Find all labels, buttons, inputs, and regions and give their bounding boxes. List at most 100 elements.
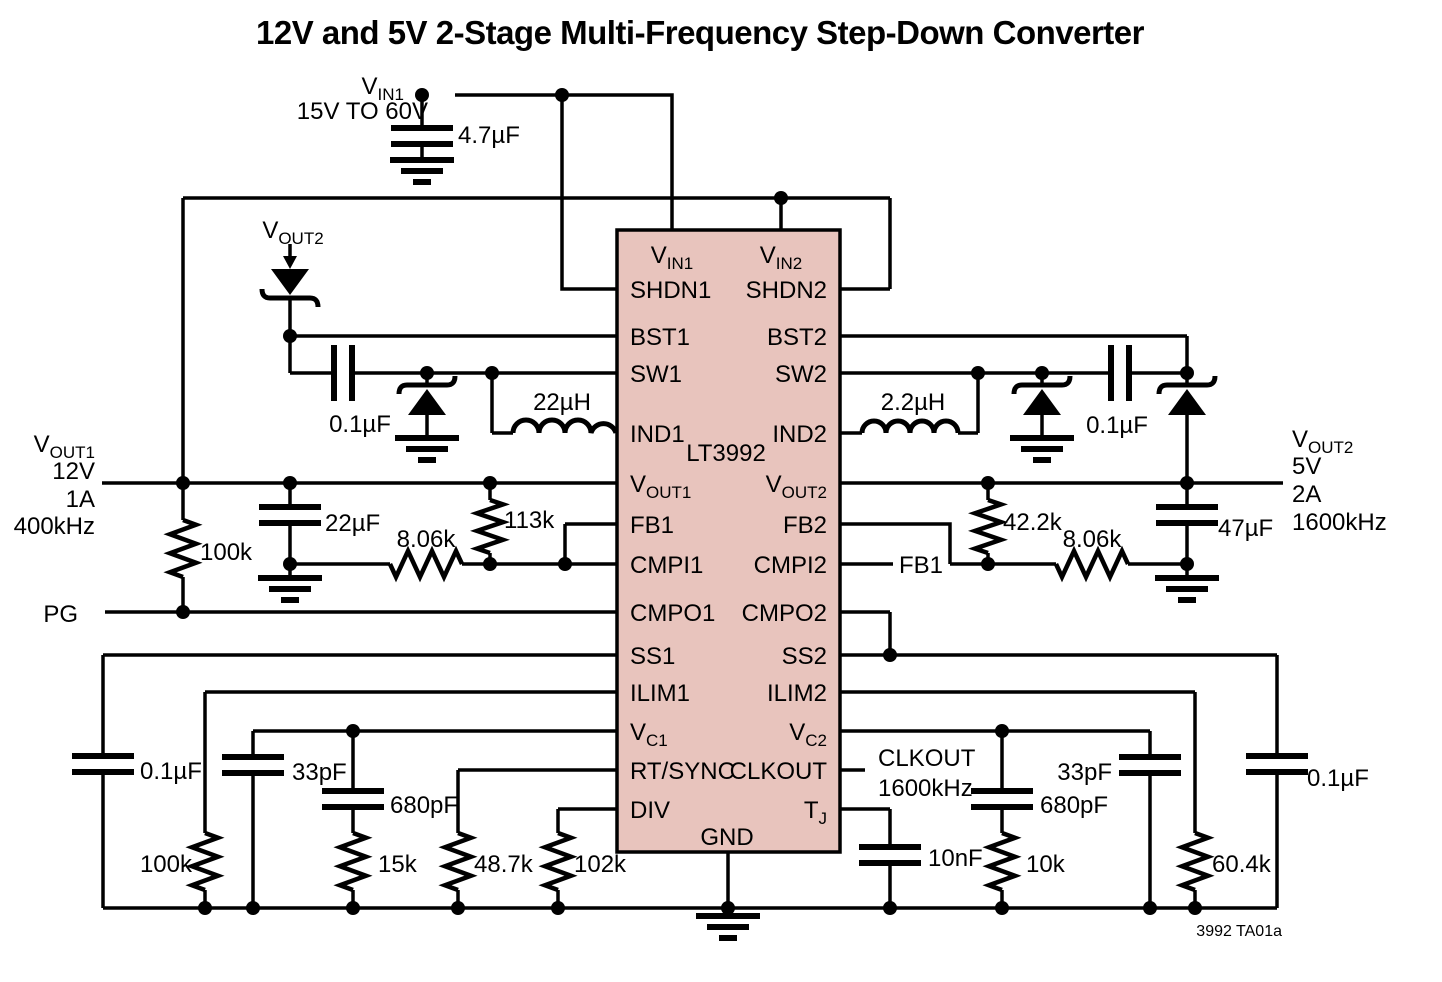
fb2-top-res-value: 42.2k [1003, 509, 1063, 536]
ground-icon [696, 913, 760, 941]
fb1-top-res-value: 113k [504, 507, 555, 534]
junction-dot [1188, 901, 1202, 915]
pin-label-left-1: BST1 [630, 324, 690, 351]
comp2-cap-value: 680pF [1040, 792, 1108, 819]
junction-dot [346, 724, 360, 738]
resistor-rt-48.7k [438, 830, 478, 893]
junction-dot [721, 901, 735, 915]
junction-dot [555, 88, 569, 102]
schematic-title: 12V and 5V 2-Stage Multi-Frequency Step-… [256, 14, 1145, 51]
pin-label-left-2: SW1 [630, 361, 682, 388]
junction-dot [995, 901, 1009, 915]
pin-label-right-3: IND2 [772, 421, 827, 448]
boost1-net-label: VOUT2 [262, 217, 323, 248]
junction-dot [283, 557, 297, 571]
vout2-amps-label: 2A [1292, 481, 1321, 508]
wire-bst2-net [840, 334, 1189, 385]
output1-cap-value: 22µF [325, 510, 380, 537]
pin-label-right-11: CLKOUT [730, 758, 828, 785]
input-cap-value: 4.7µF [458, 122, 520, 149]
junction-dot [558, 557, 572, 571]
ground-icon [395, 435, 459, 463]
resistor-fb2-bottom-8.06k [1053, 545, 1131, 583]
junction-dot [483, 557, 497, 571]
junction-dot [451, 901, 465, 915]
ground-icon [390, 157, 454, 185]
pin-label-right-9: ILIM2 [767, 680, 827, 707]
pin-label-right-5: FB2 [783, 512, 827, 539]
vout2-name-label: VOUT2 [1292, 426, 1353, 457]
comp1-res-value: 15k [378, 851, 418, 878]
junction-dot [1180, 557, 1194, 571]
pin-label-vin2: VIN2 [760, 242, 802, 273]
pin-label-right-4: VOUT2 [766, 471, 827, 502]
junction-dot [551, 901, 565, 915]
pin-label-gnd: GND [700, 824, 753, 851]
capacitor-cout1-22uF [259, 504, 321, 526]
junction-dot [283, 476, 297, 490]
junction-dot [1180, 366, 1194, 380]
pin-label-right-8: SS2 [782, 643, 827, 670]
ilim1-res-value: 100k [140, 851, 193, 878]
junction-dot [198, 901, 212, 915]
junction-dot [1035, 366, 1049, 380]
capacitor-vc2-33pF [1119, 754, 1181, 776]
resistor-fb2-top-42.2k [967, 497, 1009, 556]
pg-pullup-value: 100k [200, 539, 253, 566]
capacitor-tj-10nF [859, 844, 921, 866]
wire-bottom-left-nets [101, 653, 617, 908]
vout1-amps-label: 1A [66, 486, 95, 513]
pin-label-right-10: VC2 [789, 719, 827, 750]
junction-dot [883, 648, 897, 662]
pin-label-right-0: SHDN2 [746, 277, 827, 304]
pin-label-left-10: VC1 [630, 719, 668, 750]
component-symbols [72, 88, 1308, 941]
diode-catch2-icon [1023, 389, 1061, 415]
junction-dot [981, 557, 995, 571]
resistor-ilim1-100k [185, 830, 225, 893]
wire-bst1-net [288, 244, 617, 375]
vc1-cap-value: 33pF [292, 759, 347, 786]
capacitor-comp1-680pF [322, 788, 384, 810]
ic-part-number: LT3992 [686, 440, 766, 467]
pin-label-right-2: SW2 [775, 361, 827, 388]
junction-dot [1143, 901, 1157, 915]
pin-label-vin1: VIN1 [651, 242, 693, 273]
pin-label-left-12: DIV [630, 797, 670, 824]
junction-dot [774, 191, 788, 205]
capacitor-comp2-680pF [971, 788, 1033, 810]
div-res-value: 102k [574, 851, 627, 878]
comp1-cap-value: 680pF [390, 792, 458, 819]
vout1-volts-label: 12V [52, 458, 95, 485]
pin-label-right-12: TJ [804, 797, 827, 828]
inductor2-value: 2.2µH [881, 389, 946, 416]
junction-dot [485, 366, 499, 380]
junction-dot [883, 901, 897, 915]
wire-vin1-net [420, 93, 674, 291]
diode-boost1-icon [271, 269, 309, 295]
pin-label-right-7: CMPO2 [742, 600, 827, 627]
junction-dot [415, 88, 429, 102]
ic-body-lt3992 [615, 228, 842, 854]
junction-dot [176, 476, 190, 490]
diode-catch2-icon-hooks [1011, 375, 1073, 395]
pin-label-left-8: SS1 [630, 643, 675, 670]
junction-dot [420, 366, 434, 380]
vout1-freq-label: 400kHz [14, 513, 95, 540]
diode-catch1-icon-hooks [396, 375, 458, 395]
wire-vout2-rail [840, 415, 1283, 578]
diode-catch1-icon [408, 389, 446, 415]
inductor-l1-22uH [510, 417, 619, 434]
capacitor-ss1-0.1uF [72, 753, 134, 775]
pin-label-left-5: FB1 [630, 512, 674, 539]
rt-res-value: 48.7k [474, 851, 534, 878]
boost2-cap-value: 0.1µF [1086, 412, 1148, 439]
inductor-l2-2.2uH [859, 418, 961, 434]
capacitor-bst1-0.1uF [331, 345, 355, 401]
ground-icon [1010, 435, 1074, 463]
resistor-fb1-bottom-8.06k [387, 545, 465, 583]
vout1-name-label: VOUT1 [34, 431, 95, 462]
junction-dot [346, 901, 360, 915]
ground-icon [1155, 575, 1219, 603]
